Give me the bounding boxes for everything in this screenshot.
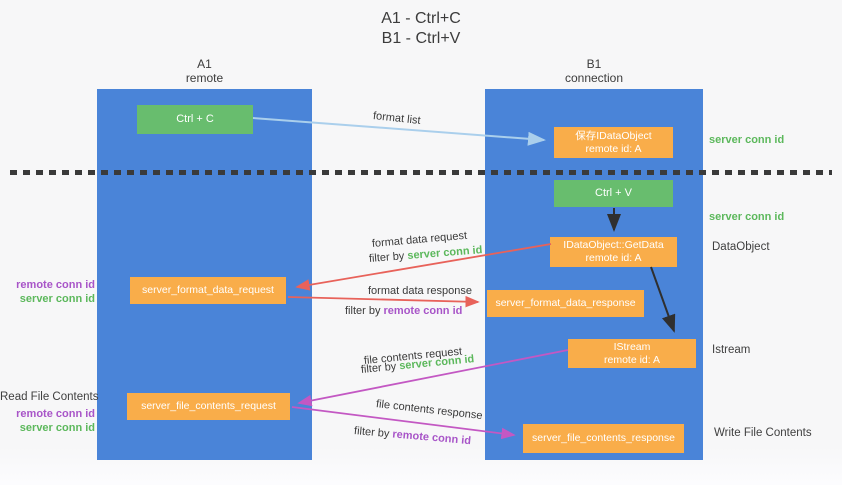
label-file-response-filter: filter by remote conn id <box>353 425 472 448</box>
annotation-istream: Istream <box>712 344 751 356</box>
node-format-request-label: server_format_data_request <box>142 284 274 296</box>
node-save-idataobject-line1: 保存IDataObject <box>575 129 652 142</box>
lane-header-b1: B1 connection <box>485 57 703 85</box>
node-server-file-contents-request: server_file_contents_request <box>127 393 290 420</box>
annotation-remote-conn-id-format: remote conn id <box>16 279 95 291</box>
lane-b1-subtitle: connection <box>564 71 624 85</box>
label-format-list: format list <box>372 110 422 127</box>
node-save-idataobject-line2: remote id: A <box>585 142 642 155</box>
annotation-read-file-contents: Read File Contents <box>0 391 99 403</box>
node-getdata-line2: remote id: A <box>585 252 642 264</box>
title-line-2: B1 - Ctrl+V <box>381 30 461 47</box>
node-getdata-line1: IDataObject::GetData <box>563 239 664 251</box>
lane-header-a1: A1 remote <box>97 57 312 85</box>
node-server-file-contents-response: server_file_contents_response <box>523 424 684 453</box>
label-format-data-response: format data response <box>368 285 472 297</box>
filter-by-text: filter by <box>360 360 400 376</box>
node-format-response-label: server_format_data_response <box>495 297 636 309</box>
node-ctrl-v: Ctrl + V <box>554 180 673 207</box>
annotation-server-conn-id-top: server conn id <box>709 134 785 146</box>
node-istream-line1: IStream <box>613 340 651 353</box>
filter-by-text: filter by <box>368 249 408 265</box>
node-ctrl-c-label: Ctrl + C <box>176 113 214 125</box>
node-istream: IStream remote id: A <box>568 339 696 368</box>
lane-a1-name: A1 <box>197 57 212 71</box>
title-line-1: A1 - Ctrl+C <box>381 10 461 27</box>
annotation-dataobject: DataObject <box>712 241 770 253</box>
dashed-divider-line <box>10 170 832 175</box>
node-file-response-label: server_file_contents_response <box>531 432 675 444</box>
remote-conn-id-text: remote conn id <box>391 428 472 448</box>
filter-by-text: filter by <box>353 425 393 441</box>
node-ctrl-c: Ctrl + C <box>137 105 253 134</box>
node-save-idataobject: 保存IDataObject remote id: A <box>554 127 673 158</box>
annotation-server-conn-id-mid: server conn id <box>709 211 785 223</box>
annotation-server-conn-id-format: server conn id <box>19 293 95 305</box>
node-idataobject-getdata: IDataObject::GetData remote id: A <box>550 237 677 267</box>
diagram-title: A1 - Ctrl+C B1 - Ctrl+V <box>0 9 842 49</box>
annotation-remote-conn-id-file: remote conn id <box>16 408 95 420</box>
label-file-contents-response: file contents response <box>375 398 484 423</box>
node-ctrl-v-label: Ctrl + V <box>595 187 632 199</box>
node-istream-line2: remote id: A <box>603 353 661 366</box>
lane-a1-subtitle: remote <box>185 71 224 85</box>
filter-by-text: filter by <box>345 305 384 317</box>
lane-b1-name: B1 <box>586 57 602 71</box>
remote-conn-id-text: remote conn id <box>383 305 463 317</box>
node-server-format-data-request: server_format_data_request <box>130 277 286 304</box>
node-server-format-data-response: server_format_data_response <box>487 290 644 317</box>
label-format-response-filter: filter by remote conn id <box>345 305 462 318</box>
annotation-write-file-contents: Write File Contents <box>714 427 812 439</box>
annotation-server-conn-id-file: server conn id <box>19 422 95 434</box>
node-file-request-label: server_file_contents_request <box>141 400 276 412</box>
